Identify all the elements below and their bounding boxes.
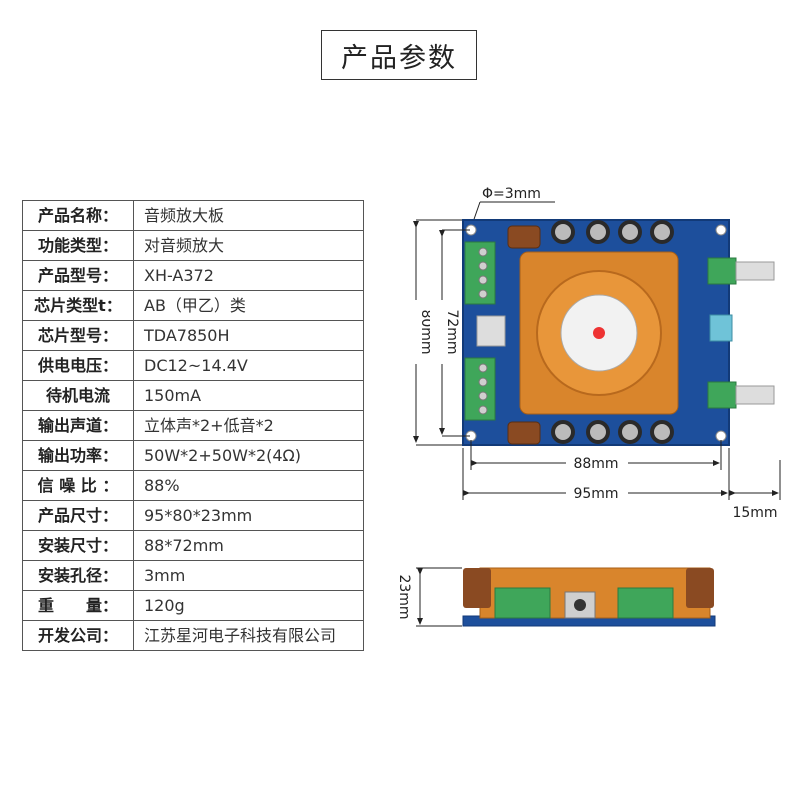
spec-row: 开发公司：江苏星河电子科技有限公司 [22,620,364,651]
spec-key: 产品名称： [22,200,134,231]
width-inner-label: 88mm [573,456,618,472]
volume-knob-base [707,257,737,285]
spec-key: 待机电流 [22,380,134,411]
capacitor-row-top [551,220,674,244]
spec-key: 功能类型： [22,230,134,261]
spec-row: 安装尺寸：88*72mm [22,530,364,561]
spec-row: 信 噪 比 ：88% [22,470,364,501]
spec-row: 产品尺寸：95*80*23mm [22,500,364,531]
bass-knob-icon [735,385,775,405]
volume-knob-icon [735,261,775,281]
spec-key: 产品型号： [22,260,134,291]
inductor [507,225,541,249]
bass-knob-base [707,381,737,409]
board-dimension-diagram: Φ=3mm 80mm [396,186,781,627]
spec-row: 芯片型号：TDA7850H [22,320,364,351]
inductor [507,421,541,445]
spec-row: 重 量：120g [22,590,364,621]
spec-key: 输出声道： [22,410,134,441]
capacitor-row-bottom [551,420,674,444]
spec-row: 输出声道：立体声*2+低音*2 [22,410,364,441]
spec-key: 输出功率： [22,440,134,471]
spec-key: 芯片类型t： [22,290,134,321]
spec-key: 信 噪 比 ： [22,470,134,501]
side-extra-label: 15mm [732,505,777,521]
spec-row: 安装孔径：3mm [22,560,364,591]
height-inner-label: 72mm [444,309,460,354]
spec-value: 50W*2+50W*2(4Ω) [133,440,364,471]
spec-value: 江苏星河电子科技有限公司 [133,620,364,651]
spec-key: 重 量： [22,590,134,621]
hole-diameter-label: Φ=3mm [482,186,541,202]
spec-key: 安装尺寸： [22,530,134,561]
spec-value: XH-A372 [133,260,364,291]
spec-value: 音频放大板 [133,200,364,231]
spec-key: 安装孔径： [22,560,134,591]
spec-row: 供电电压：DC12~14.4V [22,350,364,381]
spec-row: 产品型号：XH-A372 [22,260,364,291]
spec-key: 芯片型号： [22,320,134,351]
spec-value: 150mA [133,380,364,411]
thickness-label: 23mm [396,574,412,619]
spec-value: 120g [133,590,364,621]
spec-value: 3mm [133,560,364,591]
page-title: 产品参数 [321,30,477,80]
spec-row: 功能类型：对音频放大 [22,230,364,261]
dc-jack [476,315,506,347]
mount-hole-icon [715,430,727,442]
spec-value: TDA7850H [133,320,364,351]
spec-key: 供电电压： [22,350,134,381]
spec-row: 输出功率：50W*2+50W*2(4Ω) [22,440,364,471]
spec-row: 产品名称：音频放大板 [22,200,364,231]
width-outer-label: 95mm [573,486,618,502]
audio-jack-icon [709,314,733,342]
spec-key: 产品尺寸： [22,500,134,531]
pcb-board-side [462,567,716,627]
heatsink-fan [519,251,679,415]
spec-value: AB（甲乙）类 [133,290,364,321]
spec-row: 芯片类型t：AB（甲乙）类 [22,290,364,321]
spec-value: DC12~14.4V [133,350,364,381]
spec-value: 88*72mm [133,530,364,561]
spec-value: 立体声*2+低音*2 [133,410,364,441]
spec-value: 95*80*23mm [133,500,364,531]
spec-value: 对音频放大 [133,230,364,261]
mount-hole-icon [715,224,727,236]
spec-value: 88% [133,470,364,501]
spec-key: 开发公司： [22,620,134,651]
